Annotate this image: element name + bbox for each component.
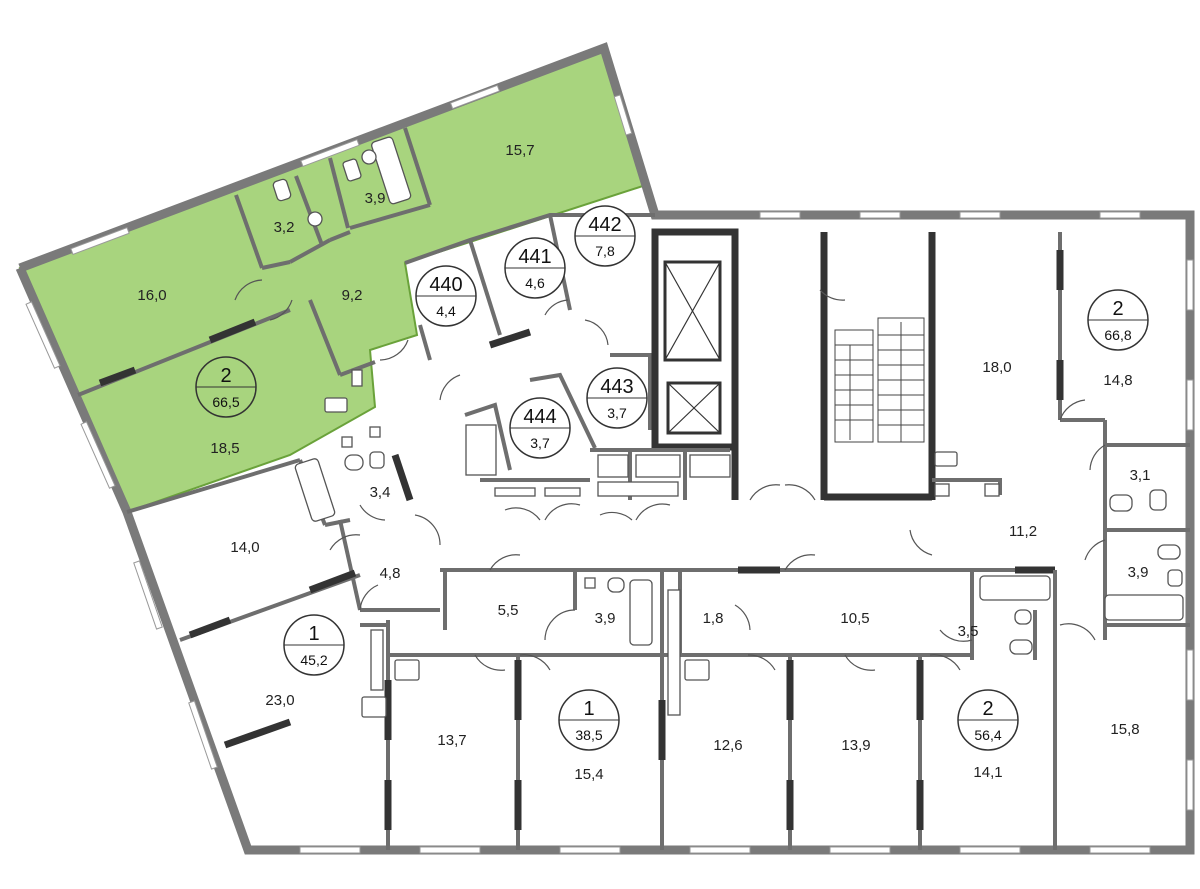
door-swings xyxy=(234,279,1106,671)
apartment-badge-2-66-5[interactable]: 2 66,5 xyxy=(195,356,257,418)
room-area-12-6: 12,6 xyxy=(713,737,742,754)
apartment-area: 45,2 xyxy=(300,652,327,668)
badge-442[interactable]: 442 7,8 xyxy=(574,205,636,267)
room-area-14-8: 14,8 xyxy=(1103,372,1132,389)
room-area-15-8: 15,8 xyxy=(1110,721,1139,738)
badge-444[interactable]: 444 3,7 xyxy=(509,397,571,459)
badge-442-area: 7,8 xyxy=(595,243,615,259)
badge-441-number: 441 xyxy=(518,246,551,268)
room-area-15-7: 15,7 xyxy=(505,142,534,159)
badge-440[interactable]: 440 4,4 xyxy=(415,265,477,327)
badge-443[interactable]: 443 3,7 xyxy=(586,367,648,429)
badge-442-number: 442 xyxy=(588,214,621,236)
room-area-10-5: 10,5 xyxy=(840,610,869,627)
apartment-rooms: 2 xyxy=(982,698,993,720)
room-area-18-5: 18,5 xyxy=(210,440,239,457)
apartment-rooms: 1 xyxy=(308,623,319,645)
badge-440-area: 4,4 xyxy=(436,303,456,319)
badge-441-area: 4,6 xyxy=(525,275,545,291)
room-area-3-2: 3,2 xyxy=(274,219,295,236)
room-area-3-9-b: 3,9 xyxy=(595,610,616,627)
badge-443-area: 3,7 xyxy=(607,405,627,421)
badge-441[interactable]: 441 4,6 xyxy=(504,237,566,299)
room-area-5-5: 5,5 xyxy=(498,602,519,619)
room-area-4-8: 4,8 xyxy=(380,565,401,582)
apartment-rooms: 2 xyxy=(220,365,231,387)
room-labels: 16,0 3,2 3,9 15,7 9,2 18,5 3,4 14,0 4,8 … xyxy=(137,142,1150,783)
outer-walls xyxy=(15,42,1195,855)
apartment-area: 66,8 xyxy=(1104,327,1131,343)
badge-444-number: 444 xyxy=(523,406,556,428)
apartment-badge-1-38-5[interactable]: 1 38,5 xyxy=(558,689,620,751)
room-area-16-0: 16,0 xyxy=(137,287,166,304)
apartment-rooms: 1 xyxy=(583,698,594,720)
apartment-badge-1-45-2[interactable]: 1 45,2 xyxy=(283,614,345,676)
room-area-15-4: 15,4 xyxy=(574,766,603,783)
badge-444-area: 3,7 xyxy=(530,435,550,451)
room-area-3-1: 3,1 xyxy=(1130,467,1151,484)
apartment-badge-2-66-8[interactable]: 2 66,8 xyxy=(1087,289,1149,351)
badge-440-number: 440 xyxy=(429,274,462,296)
apartment-area: 38,5 xyxy=(575,727,602,743)
room-area-1-8: 1,8 xyxy=(703,610,724,627)
room-area-13-9: 13,9 xyxy=(841,737,870,754)
room-area-3-9-a: 3,9 xyxy=(365,190,386,207)
room-area-3-4: 3,4 xyxy=(370,484,391,501)
room-area-14-1: 14,1 xyxy=(973,764,1002,781)
apartment-area: 66,5 xyxy=(212,394,239,410)
apartment-rooms: 2 xyxy=(1112,298,1123,320)
room-area-23-0: 23,0 xyxy=(265,692,294,709)
apartment-area: 56,4 xyxy=(974,727,1001,743)
badge-443-number: 443 xyxy=(600,376,633,398)
fixtures xyxy=(272,136,1184,718)
room-area-9-2: 9,2 xyxy=(342,287,363,304)
room-area-18-0: 18,0 xyxy=(982,359,1011,376)
room-area-3-5: 3,5 xyxy=(958,623,979,640)
apartment-badge-2-56-4[interactable]: 2 56,4 xyxy=(957,689,1019,751)
room-area-3-9-c: 3,9 xyxy=(1128,564,1149,581)
room-area-14-0: 14,0 xyxy=(230,539,259,556)
room-area-11-2: 11,2 xyxy=(1009,523,1037,540)
room-area-13-7: 13,7 xyxy=(437,732,466,749)
